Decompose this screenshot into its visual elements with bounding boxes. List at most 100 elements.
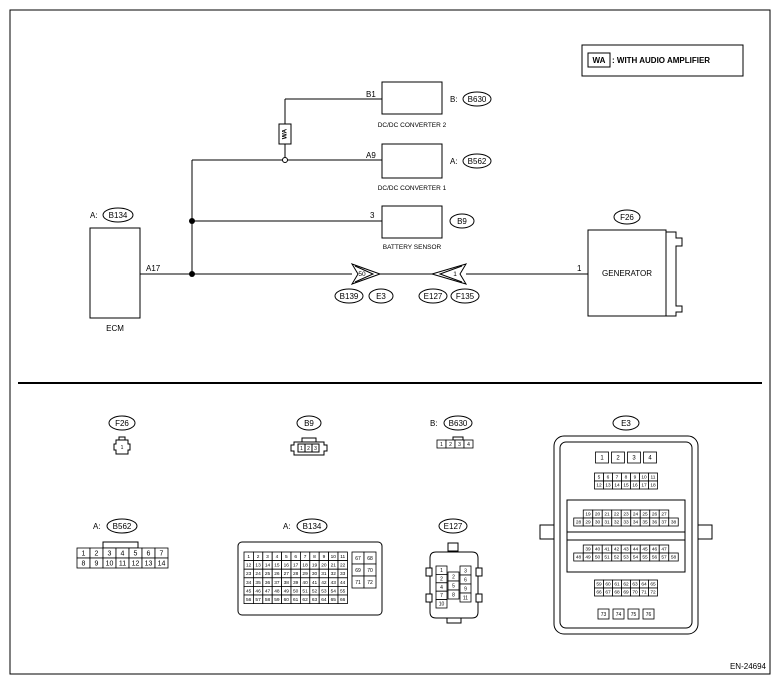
dcdc1-label: DC/DC CONVERTER 1 [378,185,447,192]
connector-pin-label: 46 [652,547,658,553]
connector-pin-label: 69 [355,568,361,574]
connector-pin-label: 23 [623,512,629,518]
connector-pin [668,552,679,562]
connector-pin [612,608,625,620]
splice-point [189,271,195,277]
connector-pin-label: 3 [458,442,461,448]
connector-pin-label: 2 [257,554,260,560]
generator-pin: 1 [577,264,582,273]
connector-pin [435,599,448,609]
connector-pin-label: 42 [614,547,620,553]
connector-pin-label: 34 [246,580,252,586]
ecm-label: ECM [106,324,124,333]
connector-pin-label: 28 [576,520,582,526]
connector-pin-label: 5 [452,583,455,589]
connector-pin-label: 72 [650,590,656,596]
battery-sensor-connector-badge [449,213,475,229]
connector-pin-label: 50 [595,555,601,561]
dcdc-converter-2: B1 DC/DC CONVERTER 2 B: B630 [366,81,492,129]
dcdc1-connector-id: B562 [468,157,487,166]
svg-text:E127: E127 [444,522,463,531]
connector-pin-label: 16 [632,483,638,489]
connector-pin-label: 1 [440,568,443,574]
connector-pin-label: 9 [323,554,326,560]
svg-text:B562: B562 [113,522,132,531]
connector-pin-label: 68 [614,590,620,596]
connector-pin-label: 4 [467,442,470,448]
connector-pin-label: 60 [605,582,611,588]
connector-pin [648,587,658,597]
connector-pin [627,608,640,620]
svg-text:1: 1 [121,445,124,451]
connector-pin-label: 18 [650,483,656,489]
splice-point [189,218,195,224]
connector-pin-label: 41 [312,580,318,586]
legend-code: WA [593,56,606,65]
connector-pin-label: 57 [661,555,667,561]
connector-pin-label: 66 [596,590,602,596]
connector-pin-label: 20 [321,563,327,569]
document-id: EN-24694 [730,662,767,671]
connector-pin-label: 11 [651,475,656,481]
connector-pin-label: 11 [463,595,468,601]
connector-view-f26: F26 1 [108,415,136,455]
connector-pin-label: 20 [595,512,601,518]
connector-pin-label: 43 [331,580,337,586]
connector-pin-label: 67 [355,556,361,562]
svg-text:B9: B9 [304,419,314,428]
svg-text:1: 1 [300,446,303,452]
battery-sensor: 3 BATTERY SENSOR B9 [370,205,475,251]
connector-pin-label: 36 [265,580,271,586]
connector-pin-label: 36 [652,520,658,526]
open-splice-point [282,157,288,163]
connector-pin-label: 9 [95,560,99,567]
dcdc2-connector-id: B630 [468,95,487,104]
connector-pin-label: 52 [312,588,318,594]
connector-pin-label: 39 [293,580,299,586]
connector-pin-label: 69 [623,590,629,596]
joint-left-connector-1: B139 [340,292,359,301]
connector-pin-label: 48 [576,555,582,561]
connector-pin-label: 30 [312,571,318,577]
svg-text:E3: E3 [621,419,631,428]
svg-text:2: 2 [307,446,310,452]
connector-pin-label: 33 [340,571,346,577]
joint-right-pin: 1 [453,271,457,278]
joint-right-connector-1: E127 [424,292,443,301]
connector-pin-label: 14 [158,560,166,567]
connector-pin-label: 46 [255,588,261,594]
connector-pin-label: 26 [652,512,658,518]
connector-pin-label: 58 [671,555,677,561]
connector-pin-label: 23 [246,571,252,577]
connector-pin-label: 64 [321,597,327,603]
connector-pin-label: 4 [276,554,279,560]
battery-sensor-connector-id: B9 [457,217,467,226]
connector-pin-label: 44 [633,547,639,553]
connector-pin-label: 29 [302,571,308,577]
svg-text:F26: F26 [115,419,129,428]
connector-pin-label: 31 [321,571,327,577]
connector-pin [595,451,609,464]
generator-label: GENERATOR [602,269,652,278]
connector-pin-label: 4 [440,585,443,591]
connector-pin-label: 12 [246,563,252,569]
connector-pin-label: 55 [340,588,346,594]
ecm-connector-prefix: A: [90,211,98,220]
connector-pin-label: 1 [440,442,443,448]
connector-pin-label: 51 [604,555,610,561]
connector-pin [337,594,348,605]
dcdc2-connector-badge [462,91,492,107]
connector-pin-label: 54 [331,588,337,594]
connector-pin-label: 37 [661,520,667,526]
connector-pin-label: 40 [595,547,601,553]
connector-pin-label: 49 [585,555,591,561]
connector-pin-label: 45 [642,547,648,553]
connector-pin-label: 3 [266,554,269,560]
connector-pin-label: 61 [293,597,299,603]
connector-pin [627,451,641,464]
diagram-frame [9,9,771,675]
